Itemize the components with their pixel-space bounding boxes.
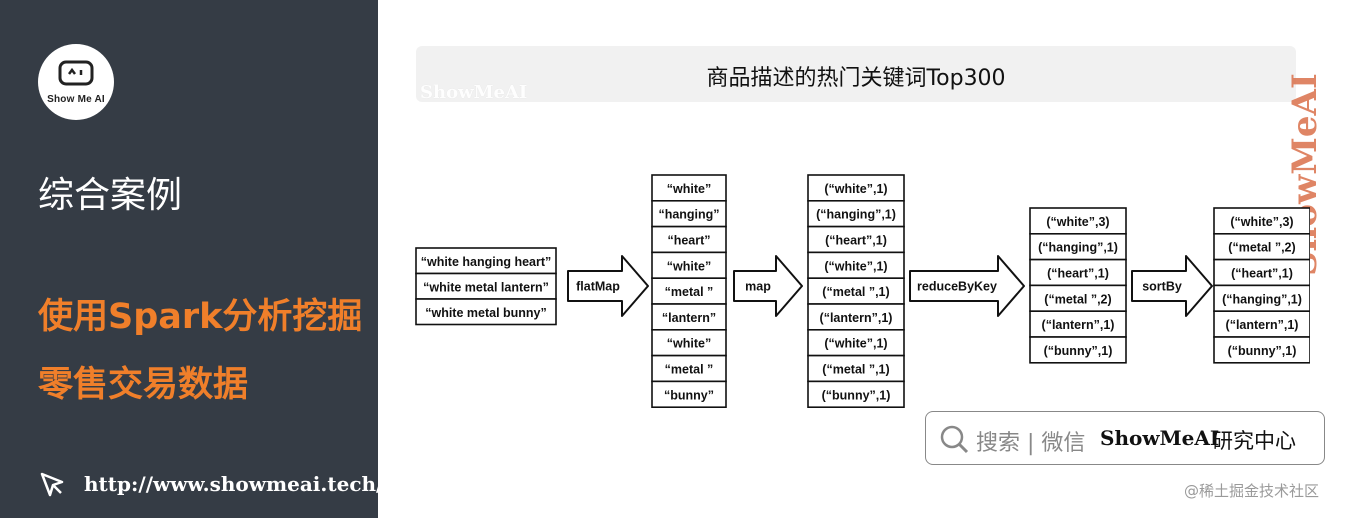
flatmap-words-cell [651, 199, 727, 228]
title-bar: 商品描述的热门关键词Top300 [416, 46, 1296, 102]
mapped-pairs-label: (“metal ”,1) [822, 285, 889, 299]
pointer-cursor-icon [40, 472, 64, 497]
flatmap-words-cell [651, 329, 727, 357]
input-lines-label: “white metal lantern” [423, 280, 549, 294]
search-brand: ShowMeAI [1100, 426, 1220, 450]
map-arrow [733, 255, 803, 317]
sorted-pairs-label: (“lantern”,1) [1226, 318, 1299, 332]
sorted-pairs-label: (“white”,3) [1230, 215, 1293, 229]
showmeai-logo: Show Me AI [38, 44, 114, 120]
sortby-arrow [1131, 255, 1213, 317]
sorted-pairs-cell [1213, 336, 1310, 364]
flatmap-words-label: “hanging” [658, 208, 719, 222]
input-lines-label: “white hanging heart” [421, 255, 552, 269]
website-link[interactable]: http://www.showmeai.tech/ [84, 472, 384, 496]
input-lines-cell [415, 298, 557, 326]
mapped-pairs-cell [807, 380, 905, 408]
mapped-pairs-label: (“hanging”,1) [816, 208, 896, 222]
sorted-pairs-cell [1213, 258, 1310, 287]
flatmap-words-label: “bunny” [664, 388, 714, 402]
flatmap-words-cell [651, 380, 727, 408]
mapped-pairs-cell [807, 303, 905, 331]
footer-credit: @稀土掘金技术社区 [1184, 482, 1320, 500]
reduced-pairs-label: (“hanging”,1) [1038, 241, 1118, 255]
case-subtitle-line2: 零售交易数据 [38, 365, 249, 405]
input-lines-cell [415, 272, 557, 300]
flatmap-words-label: “white” [667, 259, 711, 273]
search-hint: 搜索 | 微信 [976, 431, 1086, 456]
mapped-pairs-label: (“white”,1) [824, 337, 887, 351]
mapped-pairs-label: (“heart”,1) [825, 234, 887, 248]
sidebar: Show Me AI 综合案例 使用Spark分析挖掘 零售交易数据 http:… [0, 0, 383, 518]
logo-text: Show Me AI [47, 94, 105, 105]
section-title: 综合案例 [38, 175, 183, 216]
sorted-pairs-label: (“metal ”,2) [1228, 241, 1295, 255]
flatmap-words-label: “white” [667, 182, 711, 196]
mapped-pairs-cell [807, 354, 905, 383]
mapped-pairs-label: (“white”,1) [824, 259, 887, 273]
flatmap-arrow [567, 255, 649, 317]
mapped-pairs-cell [807, 277, 905, 305]
reduced-pairs-cell [1029, 336, 1127, 364]
map-arrow-label: map [745, 280, 771, 294]
flatmap-words-label: “heart” [667, 234, 710, 248]
reducebykey-arrow-label: reduceByKey [917, 280, 997, 294]
case-subtitle-line1: 使用Spark分析挖掘 [38, 297, 363, 337]
flatmap-words-cell [651, 354, 727, 383]
mapped-pairs-cell [807, 174, 905, 202]
search-brand-suffix: 研究中心 [1212, 429, 1296, 453]
reduced-pairs-cell [1029, 310, 1127, 338]
input-lines-label: “white metal bunny” [425, 306, 547, 320]
flatmap-words-label: “metal ” [665, 363, 714, 377]
sorted-pairs-label: (“bunny”,1) [1228, 344, 1297, 358]
flatmap-words-label: “lantern” [662, 311, 716, 325]
flatmap-words-cell [651, 303, 727, 331]
flatmap-words-cell [651, 225, 727, 254]
reduced-pairs-cell [1029, 207, 1127, 235]
flatmap-words-label: “metal ” [665, 285, 714, 299]
mapped-pairs-label: (“bunny”,1) [822, 388, 891, 402]
search-icon [940, 425, 969, 454]
reduced-pairs-label: (“bunny”,1) [1044, 344, 1113, 358]
wechat-search-card: 搜索 | 微信 ShowMeAI 研究中心 [925, 411, 1325, 465]
reduced-pairs-label: (“lantern”,1) [1042, 318, 1115, 332]
mapped-pairs-label: (“lantern”,1) [820, 311, 893, 325]
flatmap-words-cell [651, 174, 727, 202]
spark-pipeline-diagram: “white hanging heart” “white metal lanter… [415, 174, 1310, 408]
flatmap-words-label: “white” [667, 337, 711, 351]
robot-face-icon [58, 60, 94, 86]
flatmap-arrow-label: flatMap [576, 280, 620, 294]
reduced-pairs-cell [1029, 258, 1127, 287]
reduced-pairs-label: (“heart”,1) [1047, 267, 1109, 281]
mapped-pairs-cell [807, 199, 905, 228]
reducebykey-arrow [909, 255, 1025, 317]
sortby-arrow-label: sortBy [1142, 280, 1182, 294]
flatmap-words-cell [651, 277, 727, 305]
reduced-pairs-cell [1029, 233, 1127, 261]
mapped-pairs-label: (“metal ”,1) [822, 363, 889, 377]
watermark-small: ShowMeAI [420, 82, 528, 103]
sorted-pairs-label: (“heart”,1) [1231, 267, 1293, 281]
flatmap-words-cell [651, 251, 727, 280]
reduced-pairs-label: (“metal ”,2) [1044, 292, 1111, 306]
mapped-pairs-cell [807, 251, 905, 280]
mapped-pairs-label: (“white”,1) [824, 182, 887, 196]
page-title: 商品描述的热门关键词Top300 [706, 66, 1006, 91]
sorted-pairs-label: (“hanging”,1) [1222, 292, 1302, 306]
reduced-pairs-label: (“white”,3) [1046, 215, 1109, 229]
mapped-pairs-cell [807, 329, 905, 357]
